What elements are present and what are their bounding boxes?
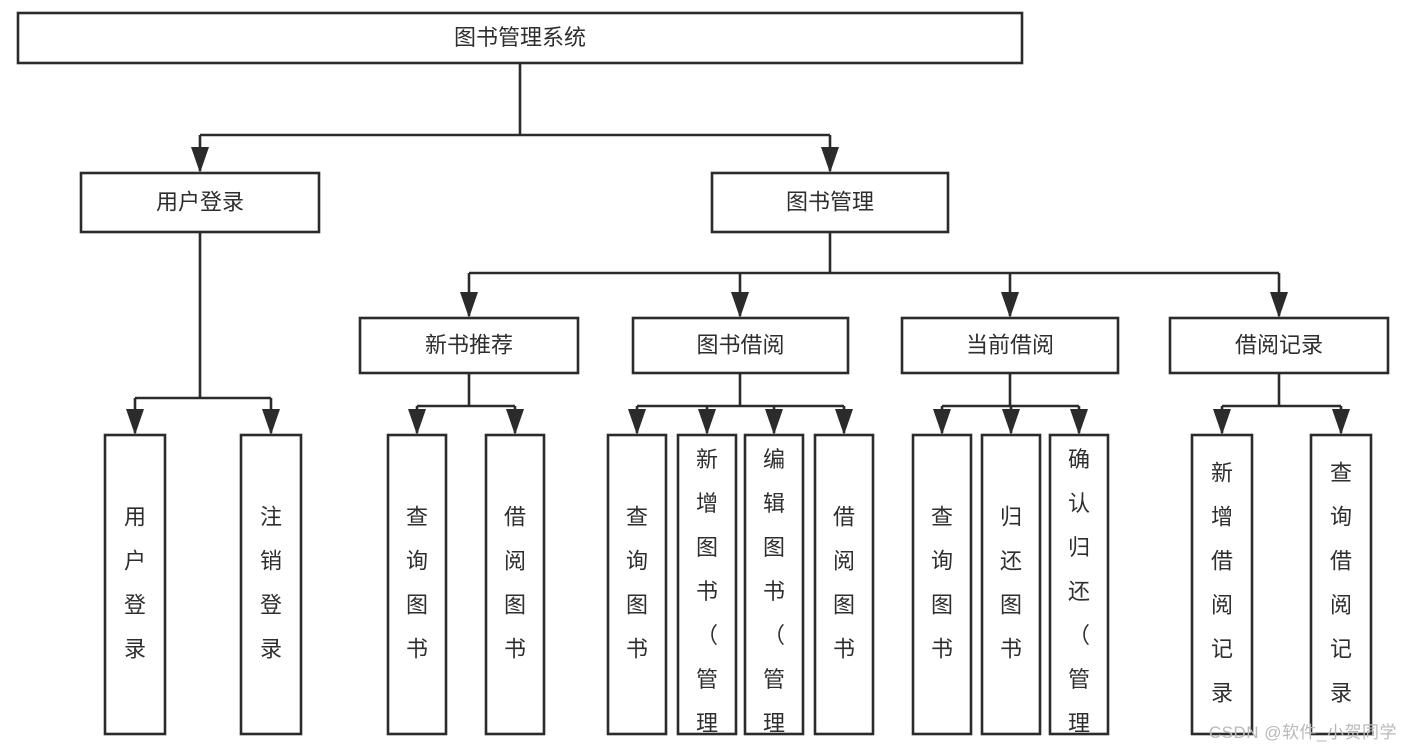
arrow-head-icon [628, 409, 646, 435]
node-leaf-7[interactable]: 借阅图书 [813, 433, 875, 736]
node-level3-3[interactable]: 借阅记录 [1168, 316, 1390, 375]
arrow-head-icon [698, 409, 716, 435]
node-label: 查询借阅记录 [1330, 460, 1352, 705]
arrow-head-icon [821, 147, 839, 173]
node-label: 借阅图书 [504, 504, 526, 661]
node-level3-2[interactable]: 当前借阅 [900, 316, 1120, 375]
arrow-head-icon [460, 292, 478, 318]
node-leaf-0[interactable]: 用户登录 [103, 433, 167, 736]
connector-layer [126, 63, 1350, 435]
node-label: 用户登录 [124, 504, 146, 661]
node-label: 查询图书 [626, 504, 648, 661]
node-level3-0[interactable]: 新书推荐 [358, 316, 580, 375]
node-leaf-12[interactable]: 查询借阅记录 [1309, 433, 1373, 736]
arrow-head-icon [1270, 292, 1288, 318]
node-leaf-8[interactable]: 查询图书 [911, 433, 973, 736]
node-layer: 图书管理系统用户登录图书管理新书推荐图书借阅当前借阅借阅记录用户登录注销登录查询… [16, 11, 1390, 747]
node-leaf-4[interactable]: 查询图书 [606, 433, 668, 736]
node-box[interactable] [606, 433, 668, 736]
node-label: 查询图书 [406, 504, 428, 661]
node-leaf-10[interactable]: 确认归还（管理员） [1048, 433, 1110, 747]
node-box[interactable] [1048, 433, 1110, 736]
node-box[interactable] [79, 171, 321, 234]
arrow-head-icon [1332, 409, 1350, 435]
node-label: 图书管理 [786, 189, 874, 214]
node-box[interactable] [386, 433, 448, 736]
node-box[interactable] [813, 433, 875, 736]
node-label: 归还图书 [1000, 504, 1022, 661]
node-level2-1[interactable]: 图书管理 [710, 171, 950, 234]
node-box[interactable] [1168, 316, 1390, 375]
arrow-head-icon [1001, 292, 1019, 318]
node-box[interactable] [900, 316, 1120, 375]
node-label: 借阅记录 [1235, 332, 1323, 357]
node-leaf-1[interactable]: 注销登录 [239, 433, 303, 736]
node-box[interactable] [631, 316, 850, 375]
node-label: 借阅图书 [833, 504, 855, 661]
node-label: 查询图书 [931, 504, 953, 661]
node-label: 图书借阅 [696, 332, 784, 357]
node-box[interactable] [16, 11, 1024, 65]
arrow-head-icon [731, 292, 749, 318]
arrow-head-icon [1002, 409, 1020, 435]
arrow-head-icon [262, 409, 280, 435]
node-label: 图书管理系统 [454, 25, 586, 50]
node-box[interactable] [1190, 433, 1254, 736]
node-leaf-11[interactable]: 新增借阅记录 [1190, 433, 1254, 736]
node-box[interactable] [710, 171, 950, 234]
node-label: 新书推荐 [425, 332, 513, 357]
node-leaf-6[interactable]: 编辑图书（管理员） [743, 433, 805, 747]
arrow-head-icon [765, 409, 783, 435]
node-leaf-5[interactable]: 新增图书（管理员） [676, 433, 738, 747]
arrow-head-icon [835, 409, 853, 435]
node-box[interactable] [980, 433, 1042, 736]
arrow-head-icon [1213, 409, 1231, 435]
node-level3-1[interactable]: 图书借阅 [631, 316, 850, 375]
node-label: 编辑图书（管理员） [763, 447, 785, 747]
node-leaf-2[interactable]: 查询图书 [386, 433, 448, 736]
node-label: 用户登录 [156, 189, 244, 214]
arrow-head-icon [408, 409, 426, 435]
node-root-图书管理系统[interactable]: 图书管理系统 [16, 11, 1024, 65]
node-leaf-9[interactable]: 归还图书 [980, 433, 1042, 736]
node-label: 新增图书（管理员） [696, 447, 718, 747]
node-box[interactable] [103, 433, 167, 736]
node-box[interactable] [676, 433, 738, 736]
node-box[interactable] [743, 433, 805, 736]
arrow-head-icon [506, 409, 524, 435]
node-box[interactable] [1309, 433, 1373, 736]
node-leaf-3[interactable]: 借阅图书 [484, 433, 546, 736]
csdn-watermark: CSDN @软件_小贺同学 [1208, 723, 1397, 742]
arrow-head-icon [933, 409, 951, 435]
node-label: 注销登录 [260, 504, 282, 661]
node-label: 确认归还（管理员） [1068, 447, 1090, 747]
arrow-head-icon [126, 409, 144, 435]
node-label: 新增借阅记录 [1211, 460, 1233, 705]
node-label: 当前借阅 [966, 332, 1054, 357]
node-level2-0[interactable]: 用户登录 [79, 171, 321, 234]
node-box[interactable] [358, 316, 580, 375]
arrow-head-icon [191, 147, 209, 173]
node-box[interactable] [239, 433, 303, 736]
node-box[interactable] [484, 433, 546, 736]
arrow-head-icon [1070, 409, 1088, 435]
node-box[interactable] [911, 433, 973, 736]
